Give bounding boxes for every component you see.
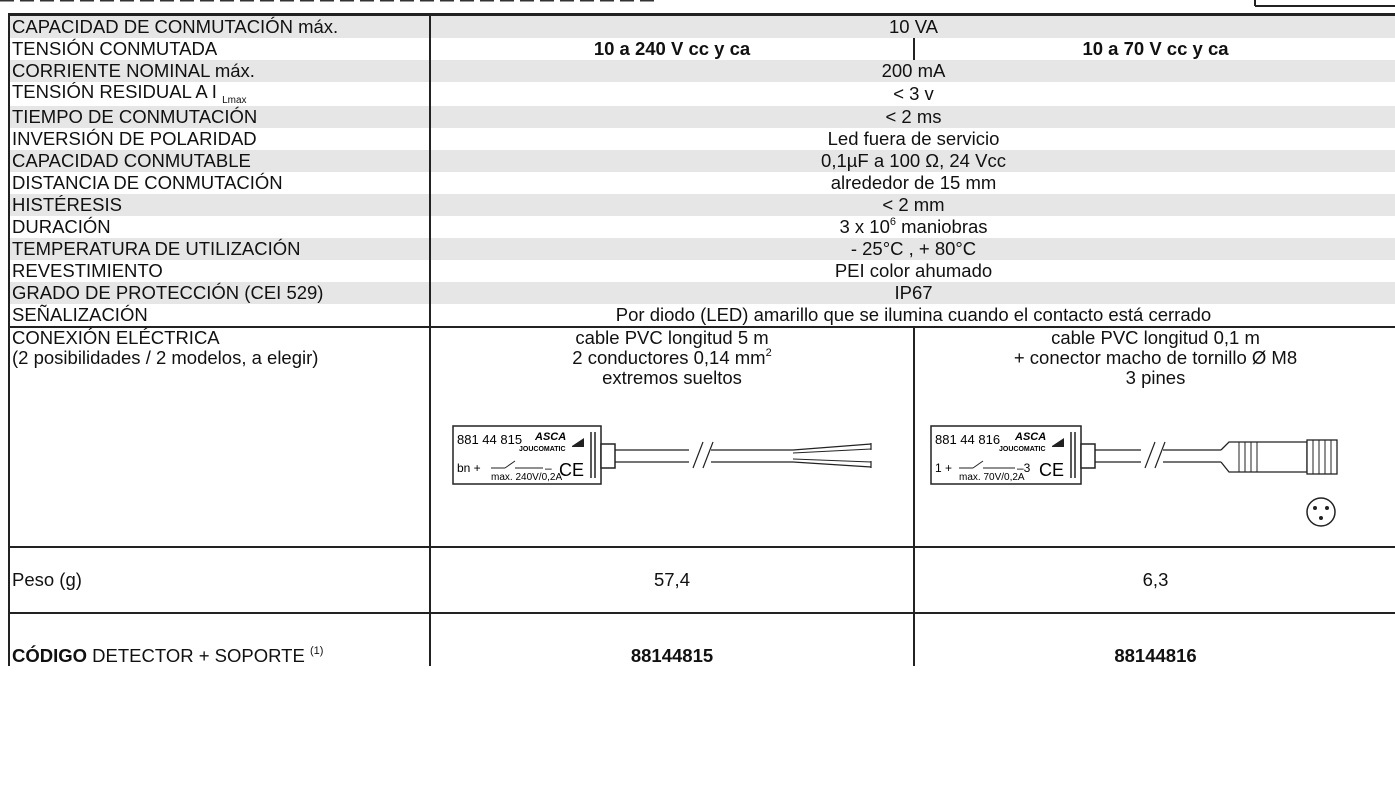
model-a-line: cable PVC longitud 5 m <box>575 327 769 348</box>
row-value: Led fuera de servicio <box>827 128 1000 149</box>
value-bold: 10 a 70 V cc y ca <box>1082 38 1229 59</box>
specifications-table: CAPACIDAD DE CONMUTACIÓN máx. 10 VA TENS… <box>8 14 1395 666</box>
drawing-minus: – <box>545 461 552 475</box>
brand-logo-icon <box>1052 438 1064 447</box>
row-label: CAPACIDAD DE CONMUTACIÓN máx. <box>8 14 431 38</box>
row-label: TIEMPO DE CONMUTACIÓN <box>8 106 431 128</box>
row-value-model-a: 57,4 <box>430 547 915 614</box>
drawing-sub-brand: JOUCOMATIC <box>519 446 566 453</box>
pin-layout-icon <box>1306 497 1336 527</box>
model-b-line: cable PVC longitud 0,1 m <box>1051 327 1260 348</box>
row-protection-degree: GRADO DE PROTECCIÓN (CEI 529) IP67 <box>8 282 1395 304</box>
connection-label: CONEXIÓN ELÉCTRICA (2 posibilidades / 2 … <box>8 327 431 548</box>
row-duration: DURACIÓN 3 x 106 maniobras <box>8 216 1395 238</box>
row-value: alrededor de 15 mm <box>830 172 997 193</box>
sensor-drawing-m8-connector: 881 44 816 ASCA JOUCOMATIC 1 + max. 70V/… <box>930 425 1338 527</box>
value-text: 3 x 10 <box>839 216 890 237</box>
model-a-superscript: 2 <box>765 346 772 359</box>
row-label: DURACIÓN <box>8 216 431 238</box>
row-label: Peso (g) <box>8 547 431 614</box>
row-value: 3 x 106 maniobras <box>430 216 1395 238</box>
row-switched-voltage: TENSIÓN CONMUTADA 10 a 240 V cc y ca 10 … <box>8 38 1395 60</box>
row-label: GRADO DE PROTECCIÓN (CEI 529) <box>8 282 431 304</box>
model-a-text: 2 conductores 0,14 mm <box>572 347 766 368</box>
code-model-a: 88144815 <box>430 613 915 666</box>
row-hysteresis: HISTÉRESIS < 2 mm <box>8 194 1395 216</box>
code-label: CÓDIGO DETECTOR + SOPORTE (1) <box>8 613 431 666</box>
row-polarity-inversion: INVERSIÓN DE POLARIDAD Led fuera de serv… <box>8 128 1395 150</box>
sensor-drawing-free-ends: 881 44 815 ASCA JOUCOMATIC bn + max. 240… <box>452 425 872 485</box>
value-bold: 10 a 240 V cc y ca <box>593 38 751 59</box>
code-label-footnote: (1) <box>309 644 324 657</box>
brand-logo-icon <box>572 438 584 447</box>
connection-label-line: CONEXIÓN ELÉCTRICA <box>12 327 220 348</box>
value-text: maniobras <box>896 216 988 237</box>
row-label: HISTÉRESIS <box>8 194 431 216</box>
row-label: INVERSIÓN DE POLARIDAD <box>8 128 431 150</box>
row-value-model-a: 10 a 240 V cc y ca <box>430 38 915 60</box>
row-value: 0,1µF a 100 Ω, 24 Vcc <box>430 150 1395 172</box>
row-value-model-b: 10 a 70 V cc y ca <box>914 38 1395 60</box>
drawing-rating: max. 70V/0,2A <box>959 472 1025 483</box>
code-label-bold: CÓDIGO <box>12 645 88 666</box>
drawing-rating: max. 240V/0,2A <box>491 472 562 483</box>
row-weight: Peso (g) 57,4 6,3 <box>8 547 1395 614</box>
row-code: CÓDIGO DETECTOR + SOPORTE (1) 88144815 8… <box>8 613 1395 666</box>
model-a-line: 2 conductores 0,14 mm2 <box>431 346 912 368</box>
drawing-minus: –3 <box>1017 461 1031 475</box>
row-value: < 3 v <box>893 83 934 104</box>
label-subscript: Lmax <box>222 95 247 106</box>
row-value: IP67 <box>430 282 1395 304</box>
row-value: PEI color ahumado <box>834 260 993 281</box>
row-value: 200 mA <box>430 60 1395 82</box>
drawing-ce-mark: CE <box>1039 460 1064 480</box>
row-label: TENSIÓN CONMUTADA <box>8 38 431 60</box>
row-label: DISTANCIA DE CONMUTACIÓN <box>8 172 431 194</box>
row-value: 10 VA <box>430 14 1395 38</box>
row-value-model-b: 6,3 <box>914 547 1395 614</box>
row-switching-capacity: CAPACIDAD DE CONMUTACIÓN máx. 10 VA <box>8 14 1395 38</box>
drawing-brand: ASCA <box>534 431 566 443</box>
code-model-b: 88144816 <box>914 613 1395 666</box>
row-value: - 25°C , + 80°C <box>430 238 1395 260</box>
row-coating: REVESTIMIENTO PEI color ahumado <box>8 260 1395 282</box>
row-signaling: SEÑALIZACIÓN Por diodo (LED) amarillo qu… <box>8 304 1395 328</box>
model-a-line: extremos sueltos <box>602 367 742 388</box>
label-text: TENSIÓN RESIDUAL A I <box>12 82 217 102</box>
connection-model-a: cable PVC longitud 5 m 2 conductores 0,1… <box>430 327 915 548</box>
drawing-code: 881 44 816 <box>935 432 1000 447</box>
code-label-text: DETECTOR + SOPORTE <box>87 645 310 666</box>
connection-model-b: cable PVC longitud 0,1 m + conector mach… <box>914 327 1395 548</box>
code-value-bold: 88144816 <box>1114 645 1197 666</box>
drawing-brand: ASCA <box>1014 431 1046 443</box>
row-switching-time: TIEMPO DE CONMUTACIÓN < 2 ms <box>8 106 1395 128</box>
row-label: TENSIÓN RESIDUAL A I Lmax <box>8 82 431 106</box>
connection-label-line: (2 posibilidades / 2 modelos, a elegir) <box>12 347 319 368</box>
row-label: CAPACIDAD CONMUTABLE <box>8 150 431 172</box>
model-b-line: + conector macho de tornillo Ø M8 <box>1013 347 1298 368</box>
drawing-sub-brand: JOUCOMATIC <box>999 446 1046 453</box>
row-switching-distance: DISTANCIA DE CONMUTACIÓN alrededor de 15… <box>8 172 1395 194</box>
row-residual-voltage: TENSIÓN RESIDUAL A I Lmax < 3 v <box>8 82 1395 106</box>
model-b-line: 3 pines <box>1125 367 1186 388</box>
row-value: Por diodo (LED) amarillo que se ilumina … <box>430 304 1395 328</box>
row-electrical-connection: CONEXIÓN ELÉCTRICA (2 posibilidades / 2 … <box>8 327 1395 548</box>
row-value: < 2 ms <box>430 106 1395 128</box>
drawing-wire: 1 + <box>935 461 952 475</box>
drawing-code: 881 44 815 <box>457 432 522 447</box>
cropped-header-strip <box>0 0 1395 14</box>
row-label: REVESTIMIENTO <box>8 260 431 282</box>
drawing-ce-mark: CE <box>559 460 584 480</box>
row-label: CORRIENTE NOMINAL máx. <box>8 60 431 82</box>
row-label: SEÑALIZACIÓN <box>8 304 431 328</box>
code-value-bold: 88144815 <box>630 645 714 666</box>
row-switchable-capacity: CAPACIDAD CONMUTABLE 0,1µF a 100 Ω, 24 V… <box>8 150 1395 172</box>
row-value: < 2 mm <box>430 194 1395 216</box>
row-label: TEMPERATURA DE UTILIZACIÓN <box>8 238 431 260</box>
row-nominal-current: CORRIENTE NOMINAL máx. 200 mA <box>8 60 1395 82</box>
value-superscript: 6 <box>889 216 896 228</box>
row-operating-temperature: TEMPERATURA DE UTILIZACIÓN - 25°C , + 80… <box>8 238 1395 260</box>
drawing-wire: bn + <box>457 461 481 475</box>
